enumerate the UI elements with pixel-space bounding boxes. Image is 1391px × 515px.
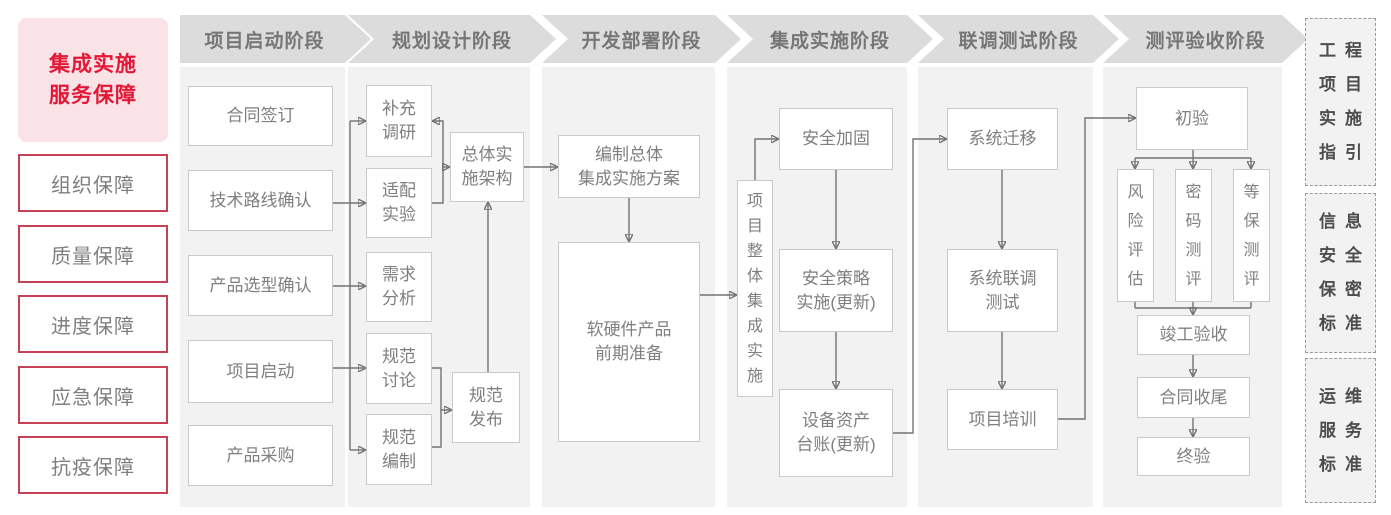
- phase-header-project-kickoff: 项目启动阶段: [180, 15, 371, 63]
- sidebar-title-line1: 集成实施: [49, 53, 137, 76]
- node-label: 项目培训: [968, 409, 1037, 429]
- node-label: 前期准备: [595, 344, 663, 363]
- node-spec-release: 规范 发布: [452, 372, 520, 443]
- ref-panel-row: 安全: [1319, 246, 1371, 265]
- ref-panel-row: 工程: [1319, 41, 1371, 60]
- node-tech-route-confirmation: 技术路线确认: [188, 170, 333, 231]
- node-label: 软硬件产品: [586, 320, 672, 339]
- node-label: 系统迁移: [968, 129, 1037, 148]
- node-supplementary-research: 补充 调研: [366, 85, 432, 157]
- node-overall-integration-plan: 编制总体 集成实施方案: [558, 135, 700, 198]
- phase-header-joint-debug-test: 联调测试阶段: [918, 15, 1119, 63]
- node-label: 规范: [469, 385, 503, 405]
- node-spec-drafting: 规范 编制: [366, 414, 432, 485]
- node-label: 项目整体集成实施: [747, 192, 764, 385]
- node-cryptography-evaluation: 密码测评: [1175, 169, 1212, 302]
- node-label: 竣工验收: [1159, 325, 1228, 344]
- node-initial-acceptance: 初验: [1136, 87, 1248, 150]
- node-completion-acceptance: 竣工验收: [1137, 315, 1250, 355]
- ref-panel-row: 项目: [1319, 75, 1371, 94]
- ref-panel-row: 标准: [1319, 314, 1371, 333]
- phase-header-integration-implementation: 集成实施阶段: [727, 15, 933, 63]
- node-label: 安全策略: [802, 268, 870, 288]
- node-system-joint-debugging-test: 系统联调 测试: [947, 249, 1058, 332]
- node-label: 规范: [382, 427, 416, 447]
- node-label: 编制总体: [595, 144, 663, 164]
- node-label: 合同收尾: [1159, 387, 1228, 407]
- node-label: 分析: [382, 289, 416, 308]
- node-label: 系统联调: [968, 268, 1037, 288]
- node-label: 总体实: [461, 145, 513, 164]
- node-label: 合同签订: [226, 106, 295, 125]
- node-label: 测试: [985, 292, 1020, 312]
- node-requirements-analysis: 需求 分析: [366, 252, 432, 322]
- node-security-policy-implementation: 安全策略 实施(更新): [779, 249, 893, 332]
- node-risk-assessment: 风险评估: [1117, 169, 1154, 302]
- node-contract-closure: 合同收尾: [1137, 377, 1250, 418]
- ref-panel-row: 指引: [1319, 143, 1371, 162]
- node-label: 调研: [382, 123, 416, 142]
- node-project-kickoff: 项目启动: [188, 340, 333, 403]
- phase-header-planning-design: 规划设计阶段: [348, 15, 556, 63]
- sidebar-item-organization-guarantee: 组织保障: [18, 154, 168, 212]
- node-system-migration: 系统迁移: [947, 108, 1058, 170]
- node-label: 实验: [382, 205, 416, 224]
- sidebar-item-quality-guarantee: 质量保障: [18, 225, 168, 283]
- ref-panel-row: 标准: [1319, 454, 1371, 474]
- node-label: 台账(更新): [796, 435, 876, 454]
- node-security-hardening: 安全加固: [779, 108, 893, 170]
- node-label: 补充: [382, 99, 416, 118]
- node-product-selection-confirmation: 产品选型确认: [188, 255, 333, 316]
- node-overall-implementation-architecture: 总体实 施架构: [450, 132, 524, 202]
- node-label: 施架构: [461, 169, 513, 188]
- sidebar-title-line2: 服务保障: [49, 84, 137, 107]
- node-label: 编制: [382, 451, 416, 471]
- phase-header-evaluation-acceptance: 测评验收阶段: [1103, 15, 1308, 63]
- node-label: 密码测评: [1185, 183, 1202, 288]
- node-label: 项目启动: [226, 361, 295, 381]
- node-label: 等保测评: [1243, 183, 1260, 288]
- node-contract-signing: 合同签订: [188, 86, 333, 146]
- node-label: 讨论: [382, 370, 416, 390]
- sidebar-item-schedule-guarantee: 进度保障: [18, 295, 168, 353]
- node-label: 设备资产: [802, 411, 870, 430]
- node-label: 终验: [1176, 446, 1211, 466]
- sidebar-item-emergency-guarantee: 应急保障: [18, 366, 168, 424]
- node-label: 发布: [469, 409, 503, 429]
- node-project-training: 项目培训: [947, 389, 1058, 450]
- node-label: 初验: [1175, 108, 1209, 128]
- node-product-procurement: 产品采购: [188, 425, 333, 486]
- sidebar-title: 集成实施 服务保障: [18, 18, 168, 142]
- node-label: 规范: [382, 346, 416, 366]
- ref-panel-row: 信息: [1319, 212, 1371, 231]
- sidebar-item-pandemic-guarantee: 抗疫保障: [18, 436, 168, 494]
- ref-panel-info-security-standard: 信息 安全 保密 标准: [1305, 193, 1376, 353]
- node-label: 技术路线确认: [209, 190, 312, 210]
- node-label: 产品采购: [226, 445, 295, 465]
- node-spec-discussion: 规范 讨论: [366, 333, 432, 404]
- phase-header-develop-deploy: 开发部署阶段: [542, 15, 741, 63]
- node-label: 需求: [382, 265, 416, 284]
- node-final-acceptance: 终验: [1137, 437, 1250, 476]
- ref-panel-ops-service-standard: 运维 服务 标准: [1305, 358, 1376, 503]
- node-label: 产品选型确认: [209, 275, 312, 295]
- ref-panel-project-implementation-guide: 工程 项目 实施 指引: [1305, 18, 1376, 186]
- node-label: 集成实施方案: [578, 168, 680, 188]
- node-adaptation-experiment: 适配 实验: [366, 168, 432, 238]
- node-label: 安全加固: [802, 129, 870, 148]
- node-overall-project-integration: 项目整体集成实施: [737, 180, 773, 397]
- node-equipment-asset-ledger: 设备资产 台账(更新): [779, 389, 893, 477]
- ref-panel-row: 保密: [1319, 280, 1371, 299]
- node-label: 实施(更新): [796, 292, 876, 312]
- node-hw-sw-product-preparation: 软硬件产品 前期准备: [558, 242, 700, 442]
- node-label: 风险评估: [1127, 183, 1144, 288]
- ref-panel-row: 实施: [1319, 109, 1371, 128]
- node-label: 适配: [382, 181, 416, 200]
- ref-panel-row: 服务: [1319, 420, 1371, 440]
- ref-panel-row: 运维: [1319, 386, 1371, 406]
- node-classified-protection-evaluation: 等保测评: [1233, 169, 1270, 302]
